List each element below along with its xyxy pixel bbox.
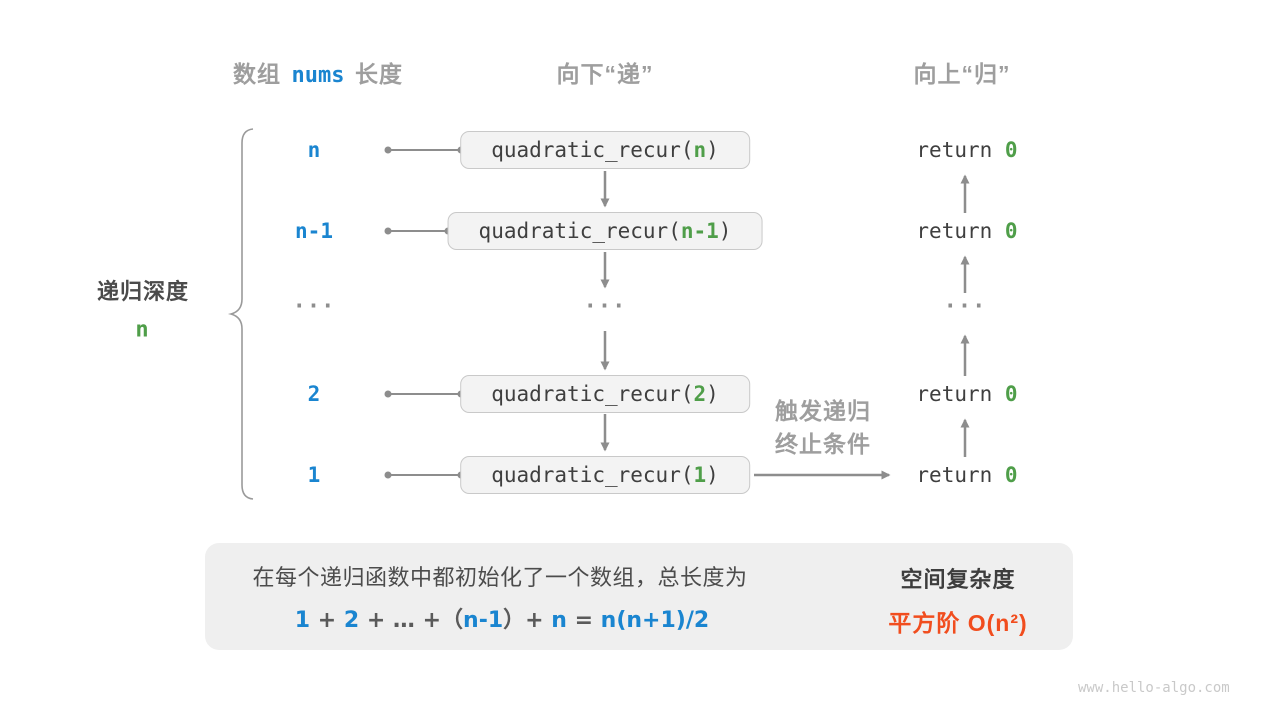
- call-box-n-1: quadratic_recur(n-1): [447, 212, 763, 250]
- call-box-2: quadratic_recur(2): [460, 375, 750, 413]
- return-keyword: return: [916, 382, 1005, 406]
- call-close: ): [706, 138, 719, 162]
- formula-op: +: [310, 608, 344, 633]
- call-arg: 1: [693, 463, 707, 487]
- depth-label-n: n: [307, 138, 321, 162]
- formula-term: 2: [343, 608, 360, 633]
- space-complexity-title: 空间复杂度: [900, 567, 1016, 592]
- call-arg: 2: [693, 382, 707, 406]
- summary-description: 在每个递归函数中都初始化了一个数组，总长度为: [252, 565, 748, 590]
- summary-panel: [205, 543, 1073, 650]
- header-nums-code: nums: [291, 63, 345, 88]
- recursion-depth-label: 递归深度: [96, 279, 190, 304]
- return-line-2: return 0: [916, 219, 1017, 243]
- call-arg: n: [693, 138, 707, 162]
- depth-label-2: 2: [307, 382, 321, 406]
- return-value: 0: [1004, 382, 1018, 406]
- sum-formula: 1 + 2 + … +（n-1）+ n = n(n+1)/2: [295, 602, 709, 634]
- ellipsis-returns: ...: [943, 288, 987, 314]
- depth-label-1: 1: [307, 463, 321, 487]
- formula-result: n(n+1)/2: [600, 608, 710, 633]
- return-line-4: return 0: [916, 382, 1017, 406]
- call-text: quadratic_recur(: [491, 463, 694, 487]
- recursion-depth-value: n: [135, 317, 149, 343]
- formula-op: ）+: [503, 608, 552, 633]
- formula-op: =: [566, 608, 601, 633]
- return-line-5: return 0: [916, 463, 1017, 487]
- watermark: www.hello-algo.com: [1078, 680, 1230, 696]
- ellipsis-calls: ...: [583, 288, 627, 314]
- formula-op: + … +（: [359, 608, 464, 633]
- return-value: 0: [1004, 219, 1018, 243]
- base-case-note-line1: 触发递归: [775, 398, 871, 424]
- call-close: ): [718, 219, 732, 243]
- return-keyword: return: [916, 138, 1005, 162]
- formula-term: 1: [294, 608, 311, 633]
- return-value: 0: [1004, 138, 1018, 162]
- depth-brace: [227, 128, 254, 500]
- call-close: ): [706, 382, 719, 406]
- column-header-array-length: 数组 nums 长度: [233, 55, 403, 89]
- column-header-return: 向上“归”: [913, 61, 1011, 87]
- call-box-n: quadratic_recur(n): [460, 131, 750, 169]
- call-box-1: quadratic_recur(1): [460, 456, 750, 494]
- depth-connector-lines: [384, 146, 465, 479]
- ellipsis-depth: ...: [292, 288, 336, 314]
- base-case-note-line2: 终止条件: [775, 431, 871, 457]
- space-complexity-value: 平方阶 O(n²): [888, 610, 1028, 636]
- call-arg: n-1: [680, 219, 719, 243]
- depth-label-n-1: n-1: [295, 219, 333, 243]
- header-array-label: 数组: [233, 61, 282, 87]
- column-header-recurse: 向下“递”: [556, 61, 654, 87]
- header-length-label: 长度: [354, 61, 403, 87]
- return-value: 0: [1004, 463, 1018, 487]
- return-keyword: return: [916, 219, 1005, 243]
- call-text: quadratic_recur(: [478, 219, 681, 243]
- call-text: quadratic_recur(: [491, 138, 694, 162]
- return-line-1: return 0: [916, 138, 1017, 162]
- formula-term: n-1: [463, 608, 504, 633]
- call-close: ): [706, 463, 719, 487]
- return-keyword: return: [916, 463, 1005, 487]
- call-text: quadratic_recur(: [491, 382, 694, 406]
- formula-term: n: [551, 608, 567, 633]
